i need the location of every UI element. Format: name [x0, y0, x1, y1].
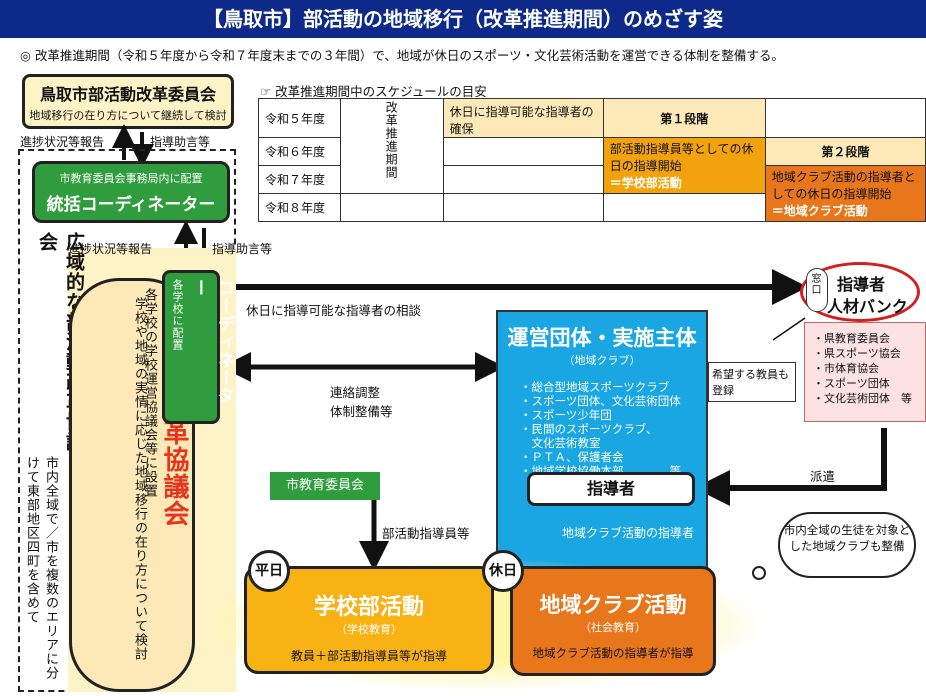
period-cell: 改革推進期間 — [339, 98, 444, 194]
club-desc: 地域クラブ活動の指導者が指導 — [532, 646, 694, 660]
year-r8: 令和８年度 — [258, 193, 341, 222]
stage1-title: 第１段階 — [602, 98, 766, 138]
coord-side-note: 各学校に配置 — [171, 279, 184, 351]
stage2-cell: 地域クラブ活動の指導者としての休日の指導開始 ＝地域クラブ活動 — [764, 165, 926, 222]
weekday-bubble: 平日 — [248, 550, 290, 592]
holiday-bubble: 休日 — [482, 550, 524, 592]
stage2-title: 第２段階 — [764, 137, 926, 166]
school-club-box: 学校部活動 （学校教育） 教員＋部活動指導員等が指導 — [244, 566, 494, 674]
bank-members: ・県教育委員会 ・県スポーツ協会 ・市体育協会 ・スポーツ団体 ・文化芸術団体 … — [813, 332, 912, 405]
guidance-label: 指導助言等 — [212, 242, 273, 256]
wide-council-note: 市内全域で／市を複数のエリアに分けて東部地区四町を含めて — [24, 456, 58, 680]
stage1-tag: ＝学校部活動 — [609, 176, 682, 190]
dispatch-label: 派遣 — [810, 469, 836, 484]
citywide-cloud: 市内全域の生徒を対象とした地域クラブも整備 — [778, 512, 916, 578]
bank-window: 窓口 — [806, 268, 828, 312]
club-instructor-label: 部活動指導員等 — [382, 526, 470, 541]
schedule-table: 令和５年度 改革推進期間 休日に指導可能な指導者の確保 第１段階 令和６年度 部… — [258, 98, 926, 222]
bank-title2: 人材バンク — [827, 297, 908, 316]
page-title: 【鳥取市】部活動の地域移行（改革推進期間）のめざす姿 — [0, 0, 926, 38]
stage2-desc: 地域クラブ活動の指導者としての休日の指導開始 — [771, 170, 916, 201]
club-title: 地域クラブ活動 — [539, 593, 687, 617]
secure-text: 休日に指導可能な指導者の確保 — [449, 105, 594, 136]
year-r6: 令和６年度 — [258, 137, 341, 166]
club-council-note1: 各学校の学校運営協議会等に設置 — [142, 288, 157, 498]
club-council-note2: 学校や地域の実情に応じた地域移行の在り方について検討 — [132, 297, 147, 661]
secure-cell: 休日に指導可能な指導者の確保 — [442, 98, 604, 138]
progress-report-label-top: 進捗状況等報告 — [20, 135, 105, 149]
stage2-tag: ＝地域クラブ活動 — [771, 204, 868, 218]
instructor-box: 指導者 — [527, 472, 695, 506]
coord-main-dept: 市教育委員会事務局内に配置 — [59, 172, 203, 185]
hope-note: 希望する教員も登録 — [708, 362, 796, 402]
school-title: 学校部活動 — [313, 595, 424, 620]
year-r7: 令和７年度 — [258, 165, 341, 194]
coord-side-name: コーディネーター — [189, 279, 234, 405]
city-board-box: 市教育委員会 — [270, 472, 380, 500]
reform-committee-box: 鳥取市部活動改革委員会 地域移行の在り方について継続して検討 — [22, 74, 234, 129]
school-desc: 教員＋部活動指導員等が指導 — [290, 649, 447, 663]
hope-pointer — [772, 317, 806, 341]
intro-text: ◎ 改革推進期間（令和５年度から令和７年度末までの３年間）で、地域が休日のスポー… — [20, 48, 784, 63]
unei-items: ・総合型地域スポーツクラブ ・スポーツ団体、文化芸術団体 ・スポーツ少年団 ・民… — [520, 380, 681, 478]
liaison-label: 連絡調整 体制整備等 — [330, 385, 393, 419]
school-coordinator-box: コーディネーター 各学校に配置 — [162, 270, 234, 424]
guidance-label-top: 指導助言等 — [150, 135, 211, 149]
main-coordinator-box: 市教育委員会事務局内に配置 統括コーディネーター — [32, 161, 230, 223]
bank-members-box: ・県教育委員会 ・県スポーツ協会 ・市体育協会 ・スポーツ団体 ・文化芸術団体 … — [804, 322, 926, 422]
stage1-cell: 部活動指導員等としての休日の指導開始 ＝学校部活動 — [602, 137, 766, 194]
community-club-box: 地域クラブ活動 （社会教育） 地域クラブ活動の指導者が指導 — [510, 566, 716, 676]
period-label: 改革推進期間 — [384, 101, 399, 179]
club-shidosha-label: 地域クラブ活動の指導者 — [562, 526, 695, 540]
committee-name: 鳥取市部活動改革委員会 — [39, 85, 216, 104]
committee-desc: 地域移行の在り方について継続して検討 — [29, 109, 227, 122]
club-sub: （社会教育） — [580, 621, 646, 634]
unei-title: 運営団体・実施主体 — [507, 326, 697, 350]
school-sub: （学校教育） — [336, 623, 402, 636]
arrow-dispatch — [694, 428, 887, 506]
progress-report-label: 進捗状況等報告 — [68, 242, 153, 256]
consult-label: 休日に指導可能な指導者の相談 — [246, 303, 422, 318]
unei-sub: （地域クラブ） — [563, 354, 641, 367]
schedule-label: ☞ 改革推進期間中のスケジュールの目安 — [260, 84, 487, 99]
coord-main-name: 統括コーディネーター — [46, 195, 216, 215]
stage1-desc: 部活動指導員等としての休日の指導開始 — [609, 142, 754, 173]
bank-title1: 指導者 — [837, 275, 886, 294]
